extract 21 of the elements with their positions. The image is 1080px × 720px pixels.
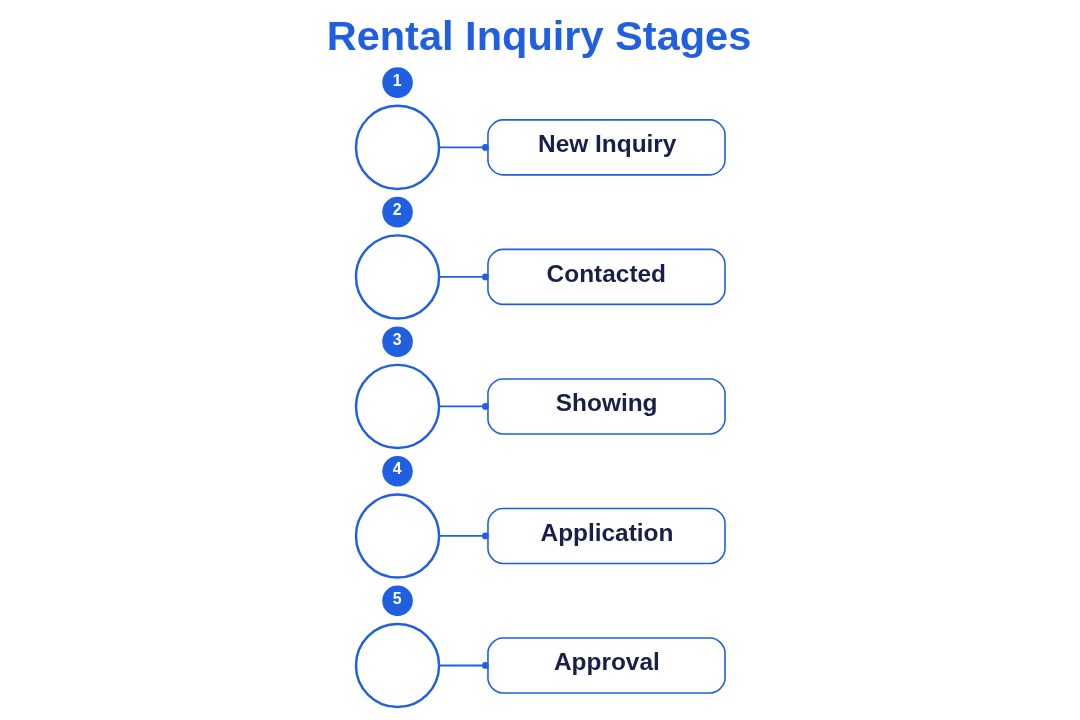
node-circle: 3 xyxy=(381,326,413,357)
node-circle xyxy=(354,363,440,450)
node-box: Showing xyxy=(486,378,726,435)
node-circle: 2 xyxy=(381,196,413,228)
diagram-title: Rental Inquiry Stages xyxy=(326,11,751,59)
connector xyxy=(438,662,489,669)
connector xyxy=(438,532,489,540)
node-circle xyxy=(354,234,440,320)
node-circle: 4 xyxy=(381,455,413,487)
connector xyxy=(438,144,489,151)
connector xyxy=(438,273,489,281)
node-circle: 1 xyxy=(381,67,413,98)
node-circle xyxy=(354,104,440,191)
node-circle xyxy=(354,622,440,709)
node-circle: 5 xyxy=(381,585,413,616)
node-box: Approval xyxy=(486,637,726,694)
node-box: New Inquiry xyxy=(486,119,726,176)
node-box: Application xyxy=(486,507,726,565)
node-box: Contacted xyxy=(486,248,726,306)
connector xyxy=(438,403,489,410)
node-circle xyxy=(354,493,440,579)
